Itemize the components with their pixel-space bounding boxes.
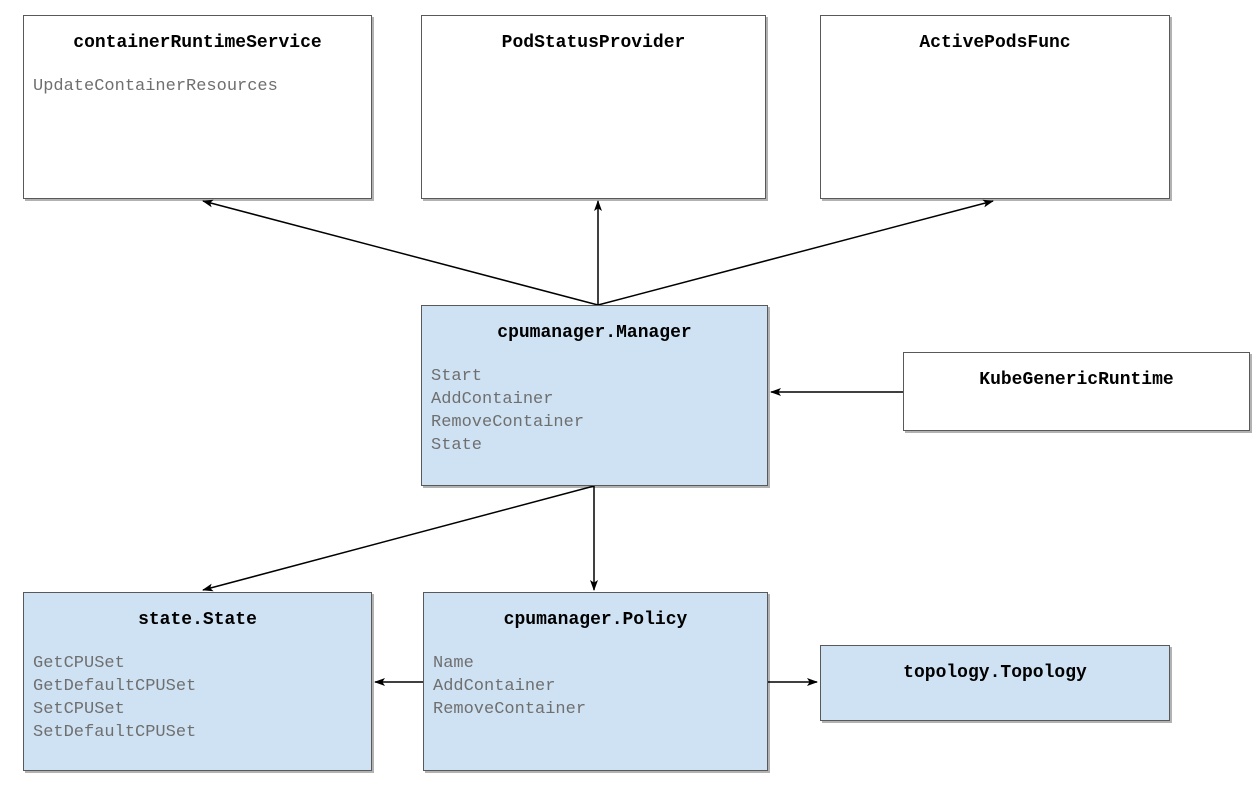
node-title: cpumanager.Manager [497, 323, 692, 343]
node-member: RemoveContainer [431, 413, 585, 432]
edge-manager-to-active-pods-func [597, 199, 994, 306]
node-container-runtime-service[interactable]: containerRuntimeService UpdateContainerR… [23, 15, 372, 199]
node-title: ActivePodsFunc [919, 33, 1071, 53]
node-kube-generic-runtime[interactable]: KubeGenericRuntime [903, 352, 1250, 431]
node-member: SetDefaultCPUSet [33, 723, 197, 742]
node-pod-status-provider[interactable]: PodStatusProvider [421, 15, 766, 199]
node-title: PodStatusProvider [501, 33, 686, 53]
node-title: state.State [138, 610, 257, 630]
node-active-pods-func[interactable]: ActivePodsFunc [820, 15, 1170, 199]
node-member: Start [431, 367, 483, 386]
node-member: SetCPUSet [33, 700, 125, 719]
node-cpumanager-policy[interactable]: cpumanager.Policy Name AddContainer Remo… [423, 592, 768, 771]
node-title: KubeGenericRuntime [979, 370, 1174, 390]
edge-manager-to-container-runtime-service [202, 199, 599, 306]
node-topology-topology[interactable]: topology.Topology [820, 645, 1170, 721]
node-member: RemoveContainer [433, 700, 587, 719]
node-member: UpdateContainerResources [33, 77, 278, 96]
node-member: AddContainer [433, 677, 556, 696]
edge-manager-to-state-state [202, 485, 595, 592]
node-members: UpdateContainerResources [33, 75, 371, 98]
node-member: AddContainer [431, 390, 554, 409]
node-title: cpumanager.Policy [503, 610, 688, 630]
node-members: GetCPUSet GetDefaultCPUSet SetCPUSet Set… [33, 652, 371, 744]
node-title: containerRuntimeService [73, 33, 322, 53]
node-state-state[interactable]: state.State GetCPUSet GetDefaultCPUSet S… [23, 592, 372, 771]
node-member: State [431, 436, 483, 455]
node-members: Start AddContainer RemoveContainer State [431, 365, 767, 457]
node-cpumanager-manager[interactable]: cpumanager.Manager Start AddContainer Re… [421, 305, 768, 486]
node-member: Name [433, 654, 474, 673]
node-members: Name AddContainer RemoveContainer [433, 652, 767, 721]
node-member: GetDefaultCPUSet [33, 677, 197, 696]
node-member: GetCPUSet [33, 654, 125, 673]
node-title: topology.Topology [903, 663, 1087, 683]
